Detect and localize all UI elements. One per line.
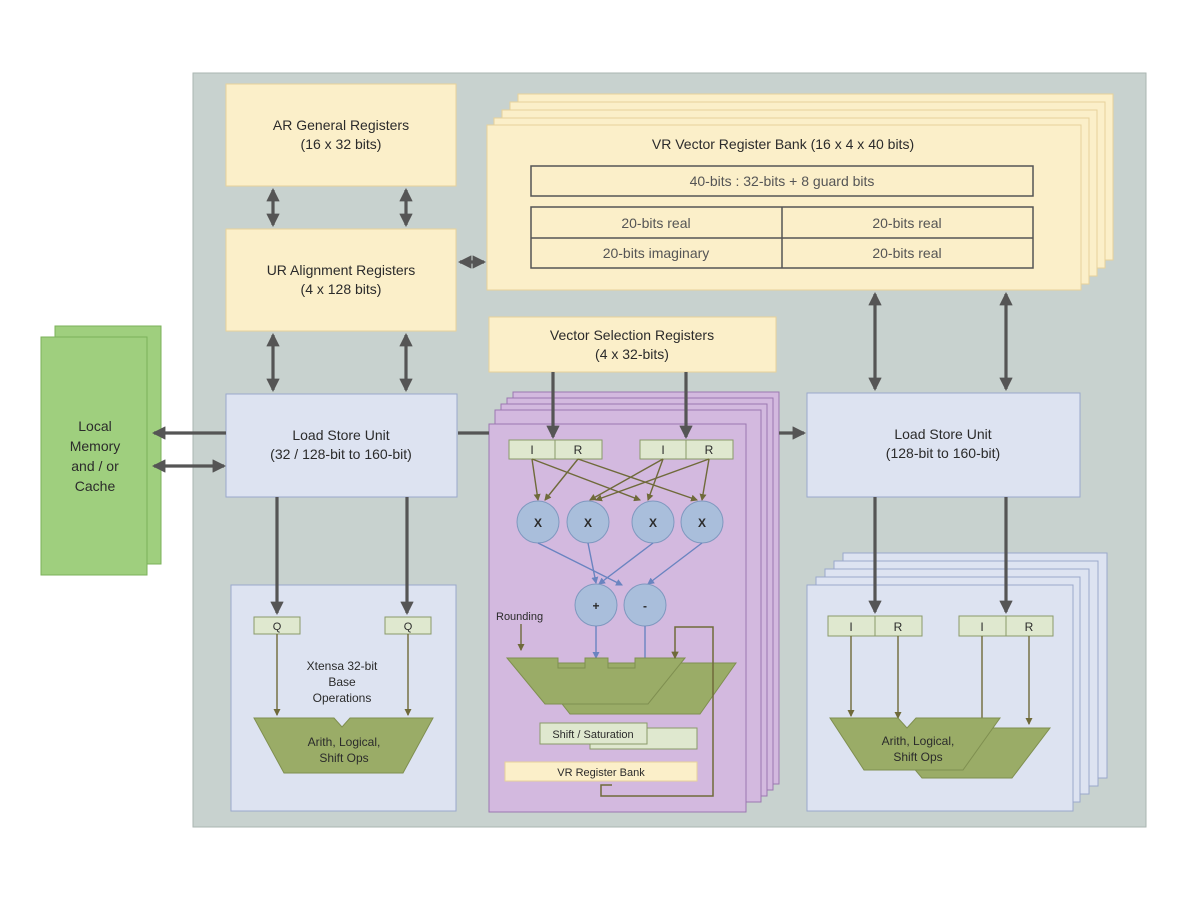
right-alu	[829, 717, 1001, 771]
accumulator-adder	[505, 657, 687, 705]
base-ops-desc-2: Base	[328, 675, 356, 689]
multiplier-2: X	[584, 516, 592, 530]
right-ir-label-2: R	[894, 620, 903, 634]
vector-selection-title: Vector Selection Registers	[550, 327, 714, 343]
adder-minus: -	[643, 599, 647, 613]
local-memory-line-1: Local	[78, 418, 111, 434]
multiplier-3: X	[649, 516, 657, 530]
shift-saturation-box	[539, 722, 648, 745]
local-memory-line-3: and / or	[71, 458, 119, 474]
right-alu-line-2: Shift Ops	[893, 750, 942, 764]
vector-ir-label-4: R	[705, 443, 714, 457]
vector-selection-size: (4 x 32-bits)	[595, 346, 669, 362]
base-ops-desc-1: Xtensa 32-bit	[307, 659, 378, 673]
vector-ir-label-3: I	[661, 443, 664, 457]
load-store-unit-right: Load Store Unit (128-bit to 160-bit)	[806, 392, 1081, 498]
base-alu-line-2: Shift Ops	[319, 751, 368, 765]
lsu-left-width: (32 / 128-bit to 160-bit)	[270, 446, 412, 462]
vr-cell-real-2: 20-bits real	[872, 215, 941, 231]
vr-cell-real-1: 20-bits real	[621, 215, 690, 231]
vr-register-bank-label: VR Register Bank	[557, 767, 645, 779]
vector-alu-unit: I R I R Arith, Logical, Shift Ops	[806, 552, 1108, 812]
base-q-label-2: Q	[404, 621, 413, 633]
vr-bank-format-text: 40-bits : 32-bits + 8 guard bits	[690, 173, 875, 189]
rounding-label: Rounding	[496, 611, 543, 623]
vr-register-bank-strip	[504, 761, 698, 782]
base-alu-line-1: Arith, Logical,	[308, 735, 381, 749]
load-store-unit-left: Load Store Unit (32 / 128-bit to 160-bit…	[225, 393, 458, 498]
vector-ir-label-2: R	[574, 443, 583, 457]
base-ops-desc-3: Operations	[313, 691, 372, 705]
ur-registers-size: (4 x 128 bits)	[301, 281, 382, 297]
adder-plus: +	[592, 599, 599, 613]
datapath-arrows	[151, 187, 1013, 616]
vr-bank-title: VR Vector Register Bank (16 x 4 x 40 bit…	[652, 136, 914, 152]
vr-vector-register-bank: VR Vector Register Bank (16 x 4 x 40 bit…	[486, 93, 1114, 291]
ar-registers-size: (16 x 32 bits)	[301, 136, 382, 152]
right-ir-label-3: I	[980, 620, 983, 634]
right-alu-line-1: Arith, Logical,	[882, 734, 955, 748]
local-memory-line-4: Cache	[75, 478, 116, 494]
base-operations-unit: Q Q Xtensa 32-bit Base Operations Arith,…	[230, 584, 457, 812]
local-memory-block: Local Memory and / or Cache	[40, 325, 162, 576]
multiplier-4: X	[698, 516, 706, 530]
feedback-loop	[600, 626, 714, 797]
vr-cell-real-3: 20-bits real	[872, 245, 941, 261]
ar-registers-title: AR General Registers	[273, 117, 409, 133]
lsu-right-width: (128-bit to 160-bit)	[886, 445, 1000, 461]
ar-general-registers: AR General Registers (16 x 32 bits)	[225, 83, 457, 187]
right-ir-label-4: R	[1025, 620, 1034, 634]
shift-saturation-label: Shift / Saturation	[552, 729, 633, 741]
right-ir-label-1: I	[849, 620, 852, 634]
ur-alignment-registers: UR Alignment Registers (4 x 128 bits)	[225, 228, 457, 332]
vr-bank-format-row	[530, 165, 1034, 197]
base-q-label-1: Q	[273, 621, 282, 633]
lsu-left-title: Load Store Unit	[292, 427, 389, 443]
local-memory-line-2: Memory	[70, 438, 121, 454]
vector-ir-label-1: I	[530, 443, 533, 457]
base-alu	[253, 717, 434, 774]
vector-processing-unit: I R I R X X X X	[488, 391, 780, 813]
ur-registers-title: UR Alignment Registers	[267, 262, 416, 278]
lsu-right-title: Load Store Unit	[894, 426, 991, 442]
vr-cell-imaginary: 20-bits imaginary	[603, 245, 710, 261]
multiplier-1: X	[534, 516, 542, 530]
vector-selection-registers: Vector Selection Registers (4 x 32-bits)	[488, 316, 777, 373]
